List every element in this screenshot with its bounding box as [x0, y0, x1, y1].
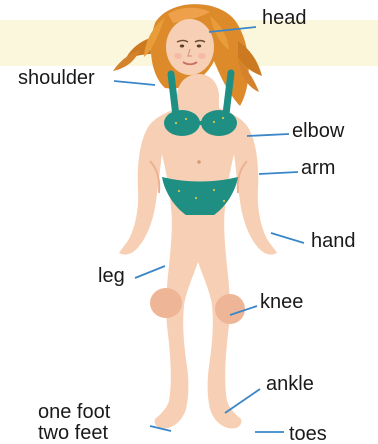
foot-plural-label: two feet [38, 423, 108, 443]
hand-leader-line [271, 233, 304, 243]
ankle-leader-line [225, 389, 260, 413]
head-label: head [262, 8, 307, 28]
elbow-label: elbow [292, 121, 344, 141]
foot-singular-label: one foot [38, 402, 110, 422]
leg-label: leg [98, 266, 125, 286]
arm-label: arm [301, 158, 335, 178]
hand-label: hand [311, 231, 356, 251]
knee-label: knee [260, 292, 303, 312]
right-knee-shadow [215, 294, 245, 324]
toes-label: toes [289, 424, 327, 444]
left-knee-shadow [150, 288, 182, 318]
arm-leader-line [259, 172, 298, 174]
shoulder-leader-line [114, 81, 155, 85]
shoulder-label: shoulder [18, 68, 95, 88]
ankle-label: ankle [266, 374, 314, 394]
navel [197, 160, 201, 164]
leg-leader-line [135, 266, 165, 278]
elbow-leader-line [247, 134, 289, 136]
face [166, 19, 214, 75]
